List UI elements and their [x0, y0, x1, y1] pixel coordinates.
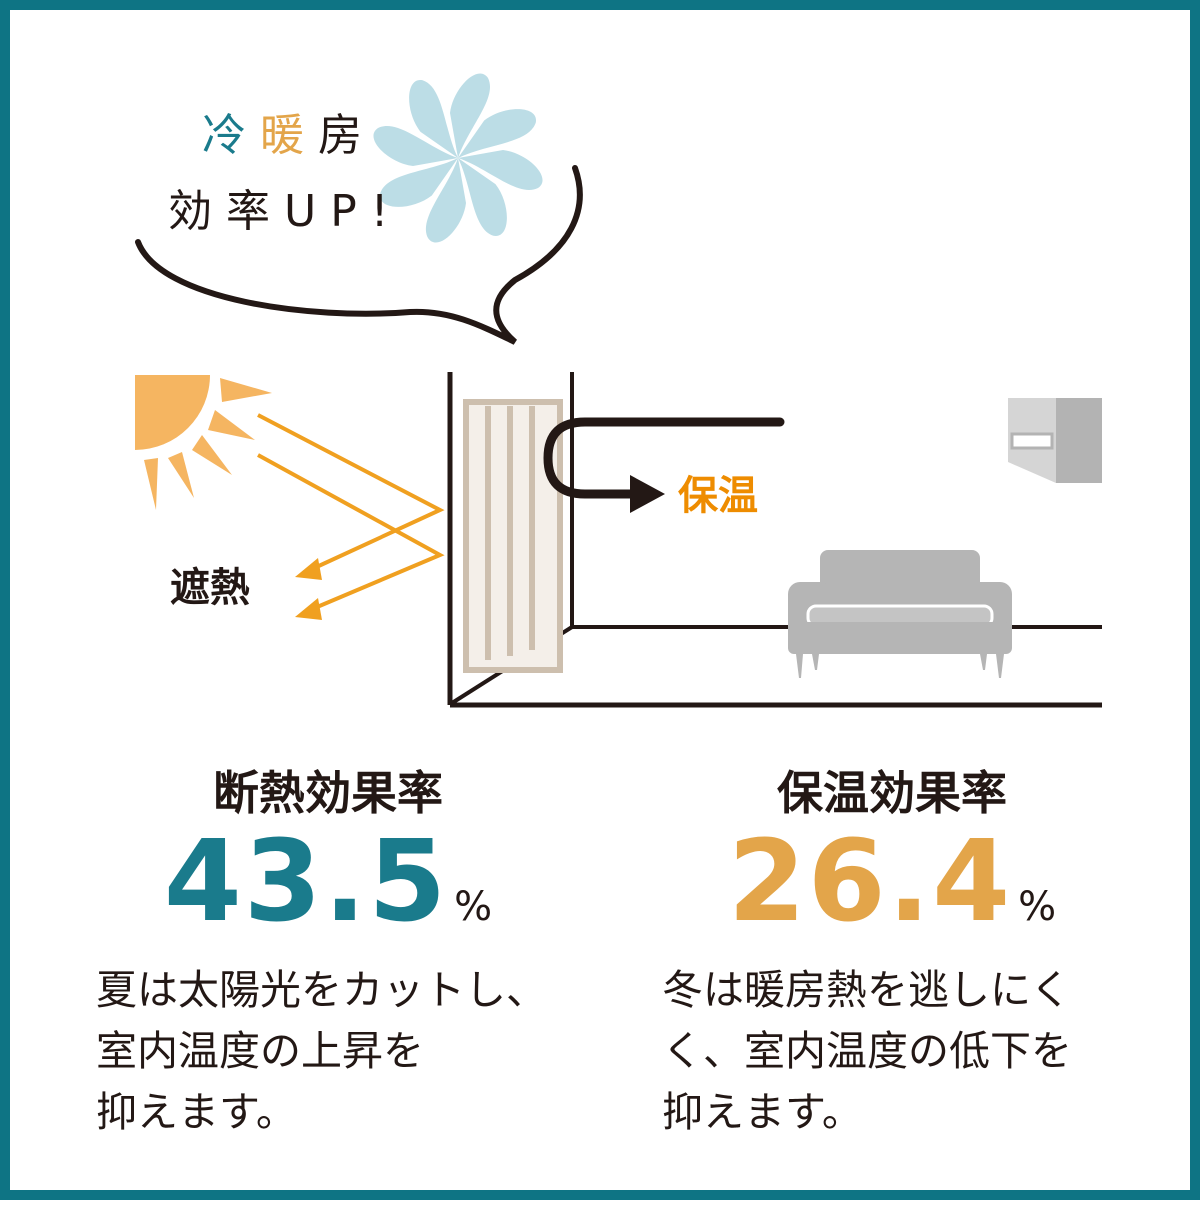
stat-value: 43.5 [163, 817, 449, 947]
bubble-char-cold: 冷 [202, 110, 260, 161]
bubble-char-room: 房 [318, 110, 376, 161]
arrowhead-icon [630, 475, 665, 513]
sofa-icon [788, 550, 1012, 678]
stat-title: 断熱効果率 [213, 766, 443, 820]
stat-unit: % [454, 884, 493, 930]
stat-value-row: 43.5% [48, 826, 608, 938]
curtain [463, 399, 563, 673]
stat-value-row: 26.4% [612, 826, 1172, 938]
heat-retention-label: 保温 [678, 473, 758, 519]
fan-icon [373, 73, 543, 243]
stat-value: 26.4 [727, 817, 1013, 947]
heat-retention-stat: 保温効果率 26.4% 冬は暖房熱を逃しにく く、室内温度の低下を 抑えます。 [612, 766, 1172, 1136]
bubble-line1: 冷暖房 [202, 114, 376, 158]
illustration [135, 73, 1102, 708]
bubble-char-warm: 暖 [260, 110, 318, 161]
speech-bubble [135, 165, 583, 345]
bubble-line2: 効率UP! [168, 186, 403, 237]
air-conditioner-icon [1008, 398, 1102, 483]
heat-retention-arrow [543, 417, 785, 499]
stat-title: 保温効果率 [777, 766, 1007, 820]
sun-icon [135, 375, 272, 510]
stat-unit: % [1018, 884, 1057, 930]
stat-description: 夏は太陽光をカットし、 室内温度の上昇を 抑えます。 [96, 966, 547, 1136]
reflection-arrows [257, 413, 445, 612]
insulation-stat: 断熱効果率 43.5% 夏は太陽光をカットし、 室内温度の上昇を 抑えます。 [48, 766, 608, 1136]
stat-description: 冬は暖房熱を逃しにく く、室内温度の低下を 抑えます。 [662, 966, 1072, 1136]
heat-shield-label: 遮熱 [170, 565, 250, 611]
